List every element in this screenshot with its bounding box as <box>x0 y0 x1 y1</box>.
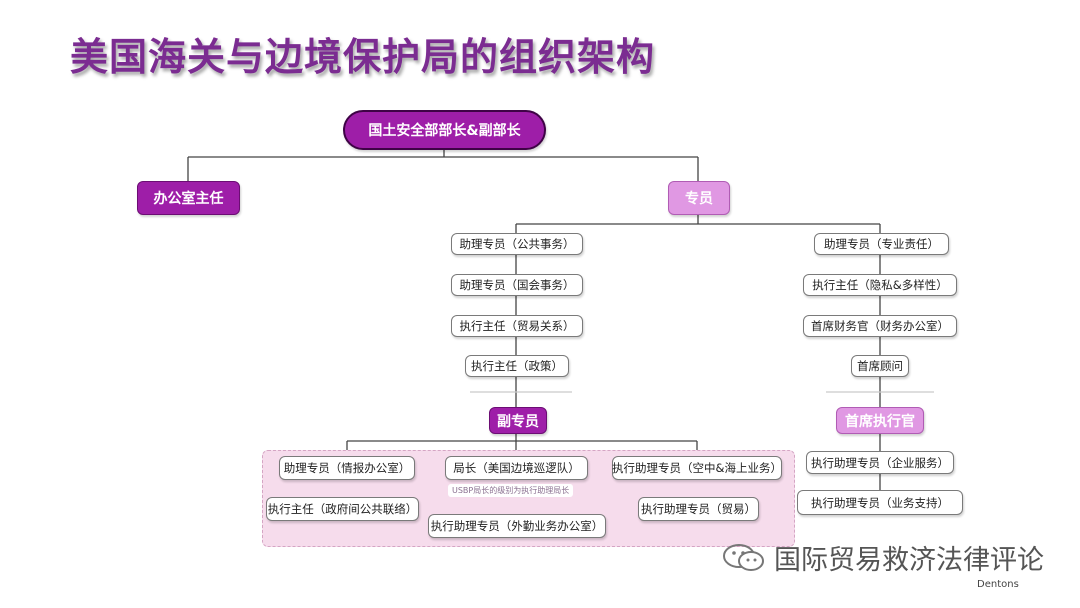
right-col-node: 助理专员（专业责任） <box>814 233 949 255</box>
deputy-child-node: 助理专员（情报办公室） <box>279 456 415 480</box>
usbp-note: USBP局长的级别为执行助理局长 <box>448 484 574 497</box>
deputy-child-node: 局长（美国边境巡逻队） <box>445 456 588 480</box>
right-col-node: 首席财务官（财务办公室） <box>803 315 957 337</box>
page-title: 美国海关与边境保护局的组织架构 <box>70 35 656 79</box>
right-col-node: 首席顾问 <box>851 355 909 377</box>
ceo-child-node: 执行助理专员（企业服务） <box>806 451 954 474</box>
wechat-icon <box>722 543 766 573</box>
left-col-node: 助理专员（国会事务） <box>451 274 583 296</box>
watermark: 国际贸易救济法律评论 <box>722 538 1044 577</box>
deputy-child-node: 执行助理专员（外勤业务办公室） <box>428 514 606 538</box>
watermark-text: 国际贸易救济法律评论 <box>774 545 1044 576</box>
deputy-child-node: 执行主任（政府间公共联络） <box>266 497 419 521</box>
ceo-child-node: 执行助理专员（业务支持） <box>797 490 963 515</box>
source-label: Dentons <box>977 579 1019 590</box>
left-col-node: 助理专员（公共事务） <box>451 233 583 255</box>
deputy-child-node: 执行助理专员（贸易） <box>638 497 759 521</box>
left-col-node: 执行主任（贸易关系） <box>451 315 583 337</box>
commissioner-node: 专员 <box>668 181 730 215</box>
deputy-child-node: 执行助理专员（空中&海上业务） <box>612 456 782 480</box>
office-director-node: 办公室主任 <box>137 181 240 215</box>
ceo-node: 首席执行官 <box>836 407 924 434</box>
right-col-node: 执行主任（隐私&多样性） <box>803 274 957 296</box>
deputy-commissioner-node: 副专员 <box>489 407 547 434</box>
root-node: 国土安全部部长&副部长 <box>343 110 546 150</box>
left-col-node: 执行主任（政策） <box>465 355 569 377</box>
